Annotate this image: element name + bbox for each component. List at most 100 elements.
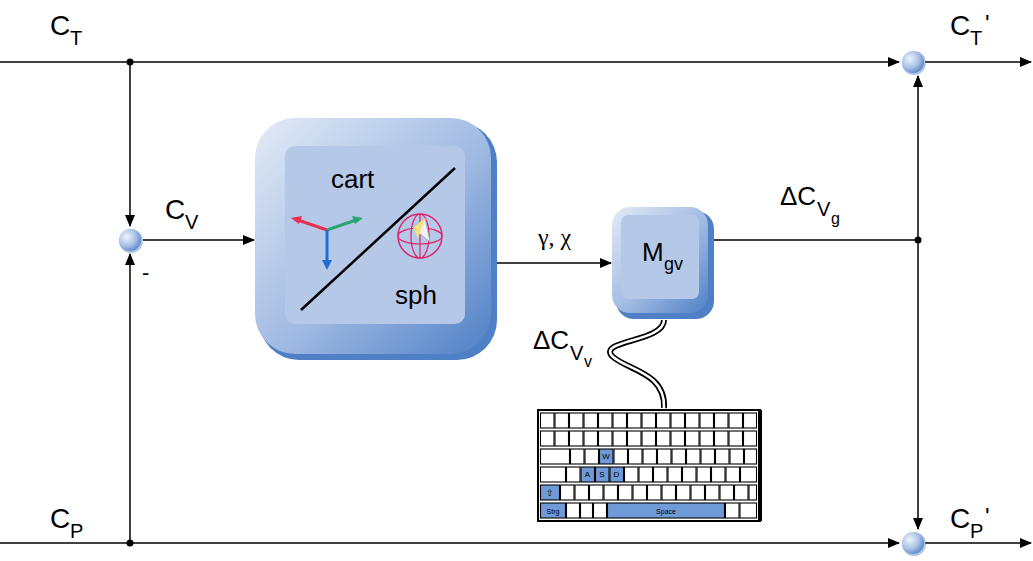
key (672, 449, 686, 464)
block-label: sph (395, 282, 437, 308)
signal-label: P (70, 521, 83, 541)
mapping-block: Mgv (612, 207, 714, 319)
key (610, 467, 624, 482)
key (541, 485, 560, 500)
key (608, 503, 725, 518)
block-label: gv (664, 255, 683, 273)
key (596, 467, 610, 482)
block-label: cart (331, 166, 374, 192)
block-shape (255, 118, 497, 360)
signal-label: ' (985, 12, 990, 36)
key (570, 431, 584, 446)
key (715, 413, 729, 428)
key (599, 431, 613, 446)
key (561, 485, 575, 500)
key (716, 449, 730, 464)
key (726, 503, 740, 518)
key (642, 431, 656, 446)
key (613, 413, 627, 428)
key (671, 413, 685, 428)
key (701, 449, 715, 464)
key (581, 467, 595, 482)
key (625, 467, 639, 482)
key (541, 449, 570, 464)
key (613, 431, 627, 446)
block-label: M (642, 239, 664, 265)
key-label: D (614, 471, 620, 479)
key-label: Strg (547, 507, 560, 514)
key (744, 431, 757, 446)
key (749, 485, 757, 500)
key (541, 503, 566, 518)
key (581, 503, 593, 518)
signal-label: C (950, 505, 970, 533)
key (729, 413, 743, 428)
key (604, 485, 618, 500)
key-label: W (602, 453, 610, 461)
key (619, 485, 633, 500)
key (687, 449, 701, 464)
edge-label: γ, χ (538, 225, 571, 249)
key (745, 449, 757, 464)
signal-label: ' (985, 505, 990, 529)
signal-label: ΔC (780, 183, 816, 209)
key (567, 467, 581, 482)
key (691, 485, 705, 500)
signal-label: V (185, 212, 198, 232)
key (686, 431, 700, 446)
key (584, 431, 598, 446)
key (639, 467, 653, 482)
signal-label: - (142, 262, 149, 284)
key (590, 485, 604, 500)
key (648, 485, 662, 500)
key (671, 431, 685, 446)
signal-label: T (970, 28, 982, 48)
key-label: S (599, 471, 604, 479)
key (584, 413, 598, 428)
signal-arrow (497, 262, 611, 264)
key (735, 485, 749, 500)
key (683, 467, 697, 482)
key (726, 467, 740, 482)
key-label: ⇧ (546, 488, 554, 497)
key (541, 413, 555, 428)
key (662, 485, 676, 500)
key (697, 467, 711, 482)
key (555, 431, 569, 446)
key (730, 449, 744, 464)
signal-label: v (584, 354, 592, 370)
key (668, 467, 682, 482)
key (700, 431, 714, 446)
key (571, 449, 585, 464)
key-label: Space (656, 507, 676, 514)
key-label: A (585, 471, 590, 479)
key (657, 431, 671, 446)
key (614, 449, 628, 464)
signal-label: C (50, 12, 70, 40)
signal-label: V (570, 343, 583, 363)
key (744, 413, 757, 428)
key (570, 413, 584, 428)
key (599, 413, 613, 428)
key (600, 449, 614, 464)
key (677, 485, 691, 500)
key (567, 503, 580, 518)
key (594, 503, 607, 518)
key (642, 413, 656, 428)
key (715, 431, 729, 446)
signal-label: C (50, 505, 70, 533)
key (706, 485, 720, 500)
key (633, 485, 647, 500)
signal-label: C (950, 12, 970, 40)
conversion-block: cart sph (255, 118, 497, 360)
signal-label: V (817, 199, 830, 219)
key (657, 413, 671, 428)
key (740, 503, 757, 518)
key (575, 485, 589, 500)
key (628, 413, 642, 428)
key (712, 467, 726, 482)
key (658, 449, 672, 464)
